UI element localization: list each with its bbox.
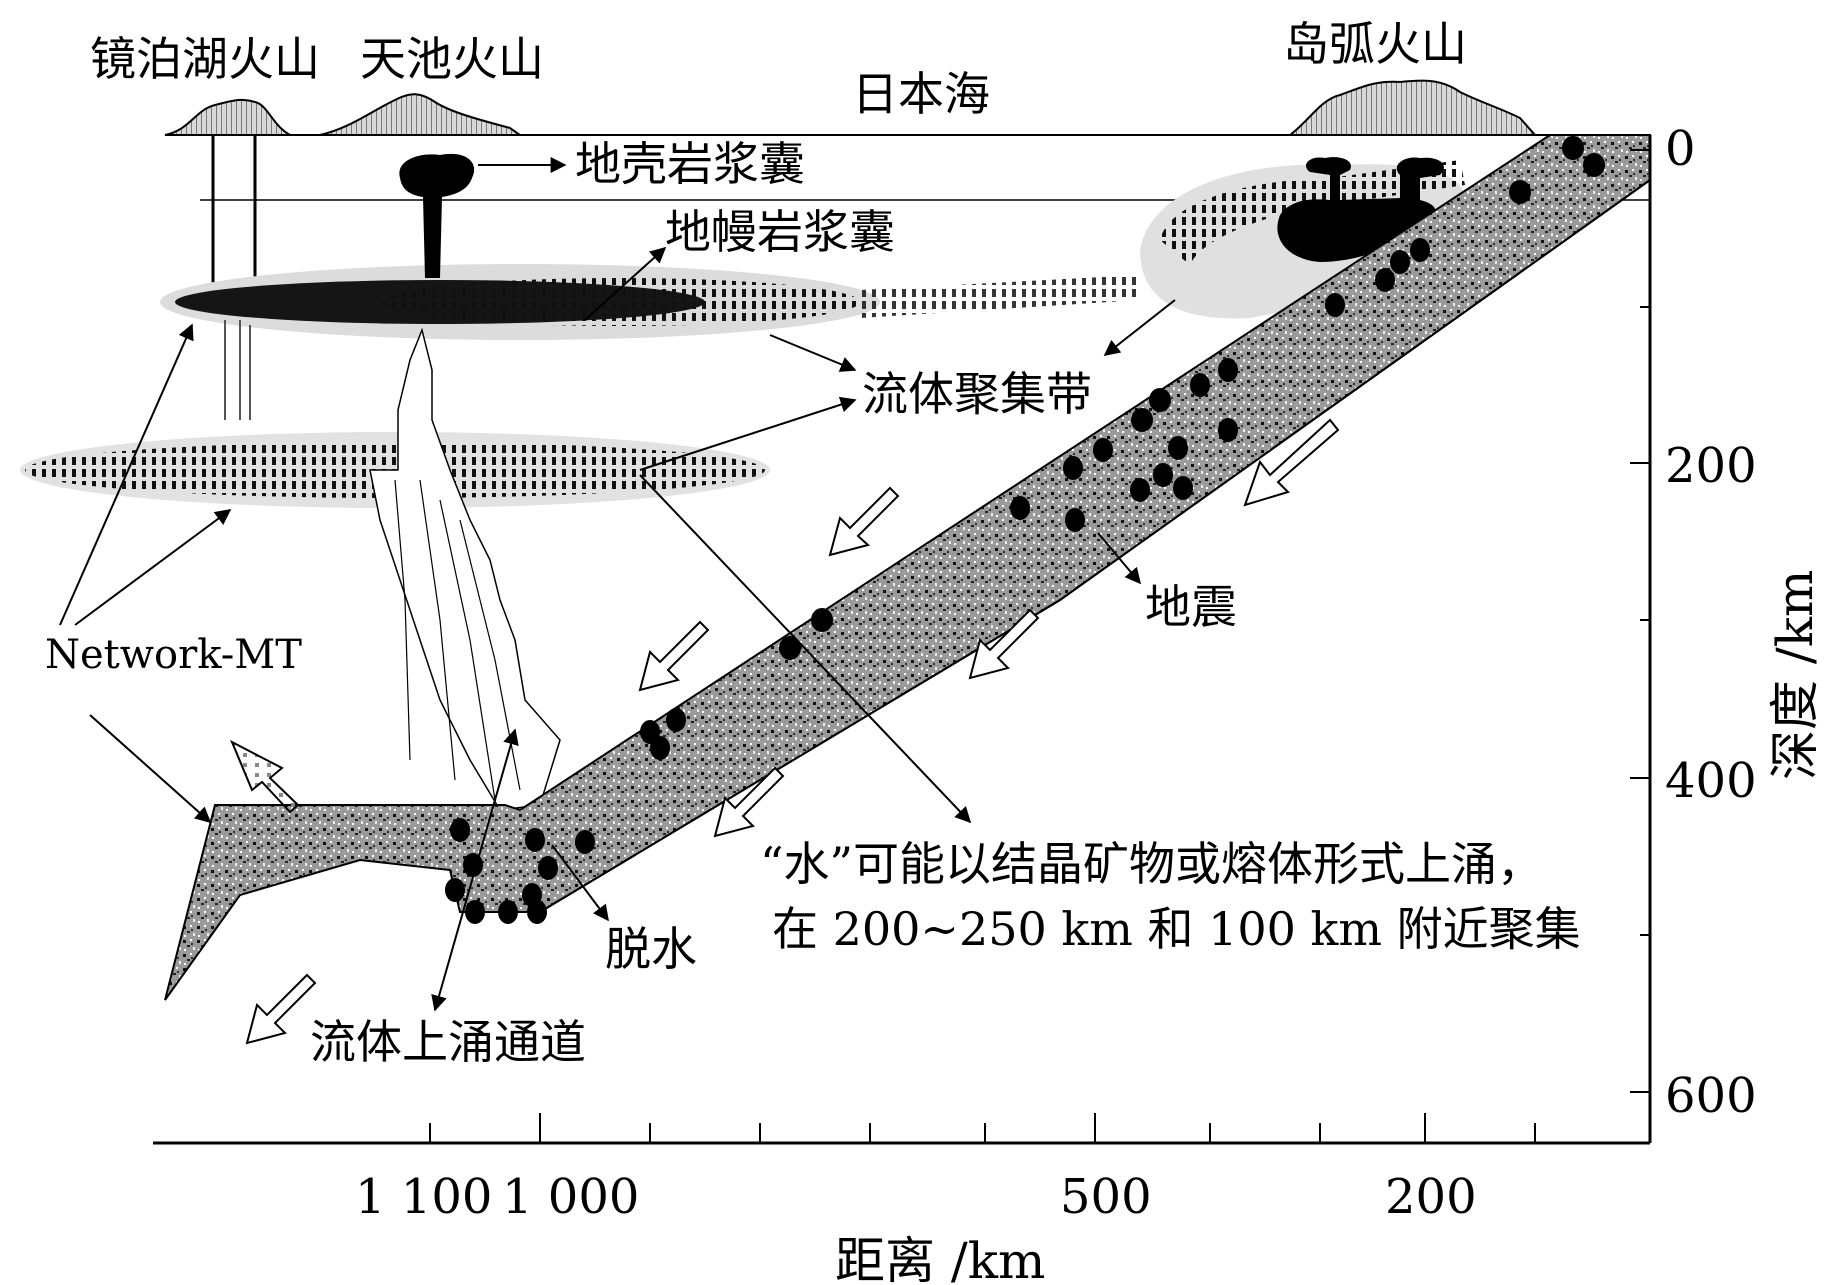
- quake-dot: [1325, 293, 1345, 317]
- quake-dot: [465, 900, 485, 924]
- label-fluid-zone: 流体聚集带: [862, 367, 1092, 421]
- leader-fluid-2: [1103, 299, 1176, 356]
- y-ticks: [1630, 149, 1650, 1093]
- leader-fluid-3: [639, 396, 857, 471]
- label-note-line2: 在 200~250 km 和 100 km 附近聚集: [772, 902, 1581, 956]
- volcano-arc-shape: [1287, 79, 1538, 136]
- upper-dashed-tail: [860, 275, 1140, 318]
- label-volcano-tianchi: 天池火山: [360, 32, 544, 86]
- slab-lower-edge: [539, 179, 1651, 913]
- plume-streaks: [394, 479, 521, 801]
- quake-dot: [1190, 373, 1210, 397]
- plume-main: [369, 327, 561, 811]
- motion-arrow-4: [638, 620, 710, 692]
- quake-dot: [1509, 180, 1531, 204]
- leader-network-mt-3: [89, 714, 212, 824]
- label-sea: 日本海: [852, 67, 990, 121]
- leader-network-mt-2: [74, 509, 232, 626]
- leader-channel: [431, 728, 519, 1012]
- motion-arrows: [230, 418, 1340, 1045]
- leader-network-mt-1: [59, 323, 194, 626]
- quake-dot: [1065, 508, 1085, 532]
- label-crust-chamber: 地壳岩浆囊: [575, 137, 805, 191]
- label-upwelling-channel: 流体上涌通道: [310, 1015, 586, 1069]
- quake-dot: [1168, 436, 1188, 460]
- quake-dot: [527, 900, 547, 924]
- motion-arrow-6: [245, 973, 317, 1045]
- y-tick-label-1: 0: [1665, 121, 1696, 177]
- quake-dot: [1218, 358, 1238, 382]
- volcano-jingpohu-shape: [164, 98, 294, 136]
- motion-arrow-2: [828, 486, 900, 557]
- quake-dot: [1093, 438, 1113, 462]
- label-network-mt: Network-MT: [45, 632, 302, 678]
- quake-dot: [650, 736, 670, 760]
- quake-dot: [1218, 418, 1238, 442]
- leader-dehydration: [551, 844, 609, 922]
- quake-dot: [1153, 463, 1173, 487]
- y-axis-title: 深度 /km: [1766, 570, 1824, 780]
- quake-dot: [1410, 238, 1430, 262]
- quake-dot: [445, 878, 465, 902]
- y-tick-label-3: 400: [1665, 753, 1757, 809]
- leader-earthquake: [1097, 532, 1142, 585]
- leader-fluid-1: [769, 334, 857, 372]
- quake-dot: [538, 856, 558, 880]
- quake-dot: [575, 830, 595, 854]
- y-tick-label-2: 200: [1665, 438, 1757, 494]
- leader-note: [639, 474, 972, 824]
- quake-dot: [1010, 496, 1030, 520]
- quake-dot: [498, 900, 518, 924]
- x-axis-title: 距离 /km: [835, 1232, 1045, 1285]
- label-volcano-arc: 岛弧火山: [1283, 17, 1467, 71]
- label-earthquake: 地震: [1145, 580, 1237, 634]
- axes: [153, 135, 1652, 1145]
- quake-dot: [1583, 153, 1605, 177]
- motion-arrow-5: [713, 766, 785, 838]
- x-tick-label-4: 200: [1385, 1169, 1477, 1225]
- leader-lines: [59, 157, 1176, 1012]
- conductive-zones: [25, 160, 1465, 498]
- leader-mantle-chamber: [584, 246, 667, 321]
- upwelling-channels: [224, 320, 561, 811]
- text-labels: 镜泊湖火山 天池火山 日本海 岛弧火山 地壳岩浆囊 地幔岩浆囊 流体聚集带 地震…: [45, 17, 1824, 1285]
- label-volcano-jingpohu: 镜泊湖火山: [90, 32, 320, 86]
- quake-dot: [779, 636, 801, 660]
- uplift-arrow: [230, 739, 300, 814]
- x-tick-label-2: 1 000: [502, 1169, 639, 1225]
- crust-magma-chamber: [399, 153, 475, 278]
- y-tick-label-4: 600: [1665, 1068, 1757, 1124]
- quake-dot: [811, 608, 833, 632]
- arc-dashed-zone: [1160, 160, 1465, 265]
- quake-dot: [450, 818, 470, 842]
- label-dehydration: 脱水: [605, 922, 697, 976]
- x-ticks: [429, 1113, 1536, 1143]
- quake-dot: [1562, 136, 1584, 160]
- quake-dot: [1063, 456, 1083, 480]
- quake-dot: [1149, 388, 1171, 412]
- quake-dot: [525, 828, 545, 852]
- motion-arrow-1: [1243, 418, 1340, 507]
- volcano-tianchi-shape: [319, 93, 524, 136]
- plume-left: [224, 320, 251, 420]
- label-note-line1: “水”可能以结晶矿物或熔体形式上涌，: [760, 837, 1543, 891]
- quake-dot: [1131, 408, 1153, 432]
- quake-dot: [1375, 268, 1395, 292]
- upper-dashed-zone: [380, 278, 860, 326]
- quake-dot: [1390, 250, 1410, 274]
- quake-dot: [1173, 476, 1193, 500]
- motion-arrow-3: [968, 608, 1040, 680]
- quake-dot: [666, 708, 686, 732]
- x-tick-label-1: 1 100: [355, 1169, 492, 1225]
- quake-dot: [1130, 478, 1150, 502]
- label-mantle-chamber: 地幔岩浆囊: [665, 205, 895, 259]
- x-tick-label-3: 500: [1060, 1169, 1152, 1225]
